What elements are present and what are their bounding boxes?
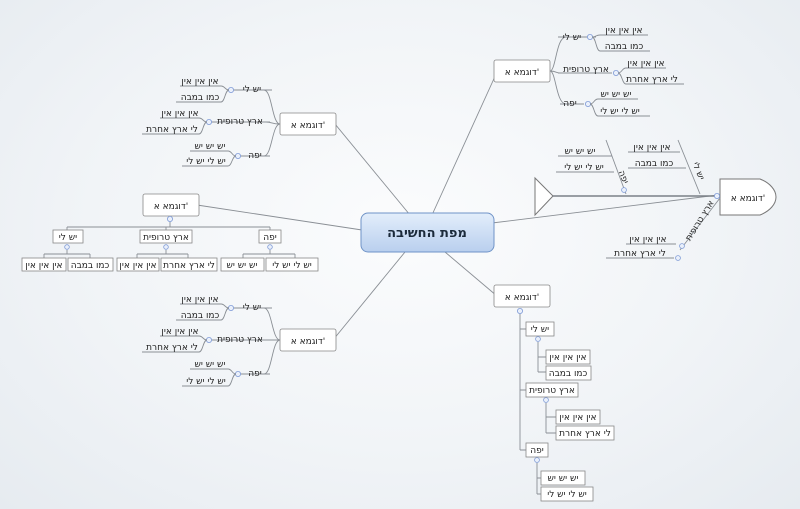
node-text: יש לי יש לי: [600, 107, 640, 117]
node-text: אין אין אין: [627, 59, 664, 69]
node-text: יש לי: [563, 33, 581, 43]
collapse-knob[interactable]: [621, 187, 627, 193]
collapse-knob[interactable]: [679, 243, 685, 249]
node-text: ארץ טרופית: [529, 386, 575, 396]
central-topic[interactable]: מפת החשיבה: [360, 212, 495, 253]
node-text: יפה: [563, 99, 577, 109]
node-text: יפה: [248, 151, 262, 161]
node-text: יש יש יש: [548, 474, 579, 484]
fish-head: [719, 178, 777, 216]
branch-top-right[interactable]: דוגמא א' יש לי אין אין אין כמו במבה ארץ …: [493, 26, 684, 117]
branch-bottom-right-tree[interactable]: דוגמא א' יש לי אין אין אין כמו במבה ארץ …: [493, 284, 615, 502]
collapse-knob[interactable]: [166, 215, 173, 222]
fish-head-label: דוגמא א': [731, 194, 766, 204]
collapse-knob[interactable]: [234, 370, 241, 377]
node-text: ארץ טרופית: [143, 233, 189, 243]
node-text: כמו במבה: [635, 159, 674, 169]
node-text: כמו במבה: [181, 311, 220, 321]
collapse-knob[interactable]: [267, 244, 273, 250]
collapse-knob[interactable]: [227, 304, 234, 311]
collapse-knob[interactable]: [64, 244, 70, 250]
collapse-knob[interactable]: [205, 119, 212, 126]
node-text: יש יש יש: [565, 147, 596, 157]
node-text: אין אין אין: [25, 261, 62, 271]
branch-left-tree[interactable]: דוגמא א' יש לי ארץ טרופית יפה אין אין אי…: [21, 193, 319, 272]
node-text: יפה: [248, 369, 262, 379]
fish-tail: [534, 176, 554, 217]
node-text: לי ארץ אחרת: [559, 429, 611, 439]
node-text: יש יש יש: [227, 261, 258, 271]
node-text: יש לי יש לי: [564, 163, 604, 173]
branch-label: דוגמא א': [505, 293, 540, 303]
collapse-knob[interactable]: [227, 87, 234, 94]
node-text: יפה: [530, 446, 544, 456]
node-text: ארץ טרופית: [563, 65, 609, 75]
main-connectors: [196, 71, 719, 341]
branch-label: דוגמא א': [291, 337, 326, 347]
collapse-knob[interactable]: [587, 34, 594, 41]
node-text: אין אין אין: [181, 77, 218, 87]
node-text: יש יש יש: [601, 90, 632, 100]
node-text: לי ארץ אחרת: [146, 125, 198, 135]
node-text: לי ארץ אחרת: [614, 249, 666, 259]
node-text: לי ארץ אחרת: [146, 343, 198, 353]
node-text: יש לי: [59, 233, 77, 243]
node-text: לי ארץ אחרת: [163, 261, 215, 271]
node-text: אין אין אין: [633, 143, 670, 153]
node-text: כמו במבה: [181, 93, 220, 103]
collapse-knob[interactable]: [714, 192, 721, 199]
node-text: אין אין אין: [559, 413, 596, 423]
node-text: ארץ טרופית: [217, 335, 263, 345]
node-text: אין אין אין: [161, 327, 198, 337]
branch-top-left[interactable]: דוגמא א' יש לי אין אין אין כמו במבה ארץ …: [142, 77, 337, 167]
node-text: יש יש יש: [195, 142, 226, 152]
node-text: כמו במבה: [71, 261, 110, 271]
node-text: אין אין אין: [549, 353, 586, 363]
bone-label: יפה: [616, 169, 630, 185]
collapse-knob[interactable]: [205, 336, 212, 343]
branch-label: דוגמא א': [505, 68, 540, 78]
node-text: אין אין אין: [629, 235, 666, 245]
branch-label: דוגמא א': [154, 202, 189, 212]
node-text: יש לי יש לי: [186, 377, 226, 387]
branch-label: דוגמא א': [291, 121, 326, 131]
node-text: אין אין אין: [181, 295, 218, 305]
central-topic-label: מפת החשיבה: [387, 226, 467, 241]
branch-bottom-left[interactable]: דוגמא א' יש לי אין אין אין כמו במבה ארץ …: [142, 295, 337, 387]
node-text: יש לי יש לי: [186, 157, 226, 167]
node-text: אין אין אין: [119, 261, 156, 271]
bone-label: ארץ טרופית: [684, 199, 717, 243]
collapse-knob[interactable]: [163, 244, 169, 250]
node-text: יש לי: [243, 85, 261, 95]
node-text: כמו במבה: [549, 369, 588, 379]
collapse-knob[interactable]: [585, 101, 592, 108]
node-text: יש לי יש לי: [547, 490, 587, 500]
node-text: כמו במבה: [605, 42, 644, 52]
bone-label: יש לי: [690, 161, 706, 182]
node-text: אין אין אין: [161, 109, 198, 119]
node-text: יש לי יש לי: [272, 261, 312, 271]
collapse-knob[interactable]: [234, 152, 241, 159]
collapse-knob[interactable]: [535, 336, 541, 342]
collapse-knob[interactable]: [613, 70, 620, 77]
collapse-knob[interactable]: [534, 457, 540, 463]
node-text: אין אין אין: [605, 26, 642, 36]
node-text: לי ארץ אחרת: [626, 75, 678, 85]
node-text: ארץ טרופית: [217, 117, 263, 127]
node-text: יש לי: [531, 325, 549, 335]
collapse-knob[interactable]: [543, 397, 549, 403]
node-text: יש לי: [243, 303, 261, 313]
branch-fishbone[interactable]: דוגמא א' יש לי אין אין אין כמו במבה יפה …: [534, 139, 777, 261]
collapse-knob[interactable]: [517, 307, 524, 314]
node-text: יש יש יש: [195, 360, 226, 370]
node-text: יפה: [263, 233, 277, 243]
collapse-knob[interactable]: [675, 255, 681, 261]
